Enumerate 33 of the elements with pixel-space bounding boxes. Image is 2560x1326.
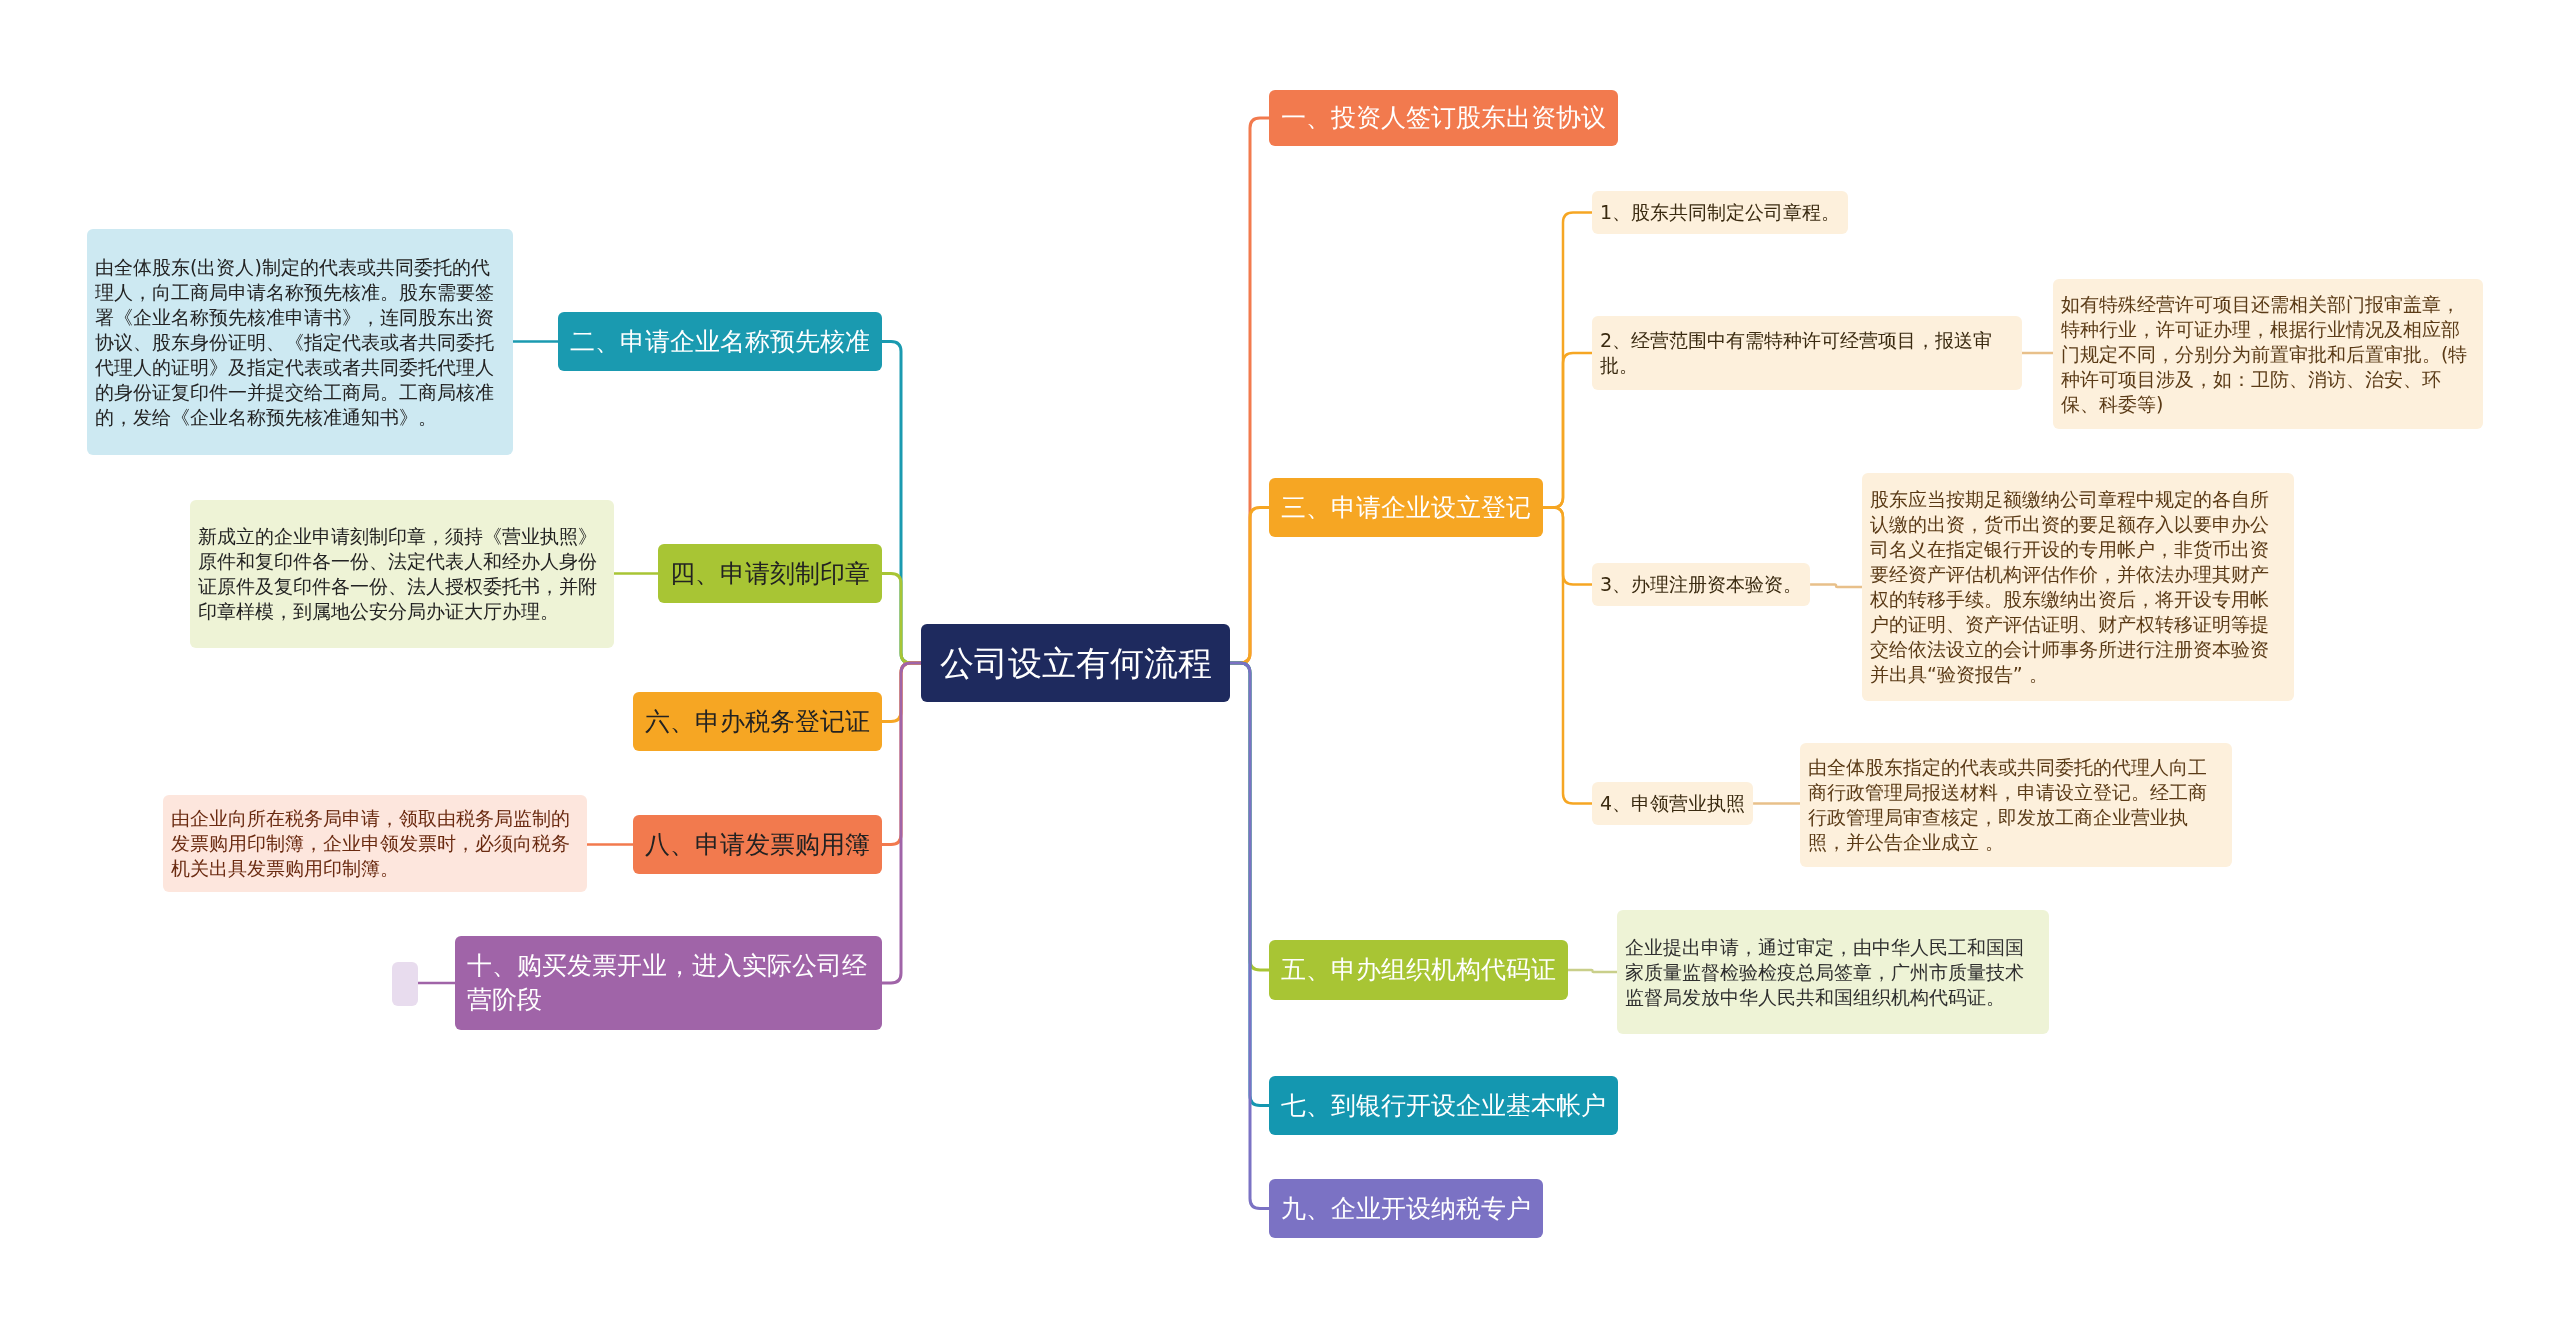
note-box: 由企业向所在税务局申请，领取由税务局监制的发票购用印制簿，企业申领发票时，必须向税务机关出具发票购用印制簿。 [163,795,587,892]
branch-topic: 九、企业开设纳税专户 [1269,1179,1543,1238]
connector-line [1568,968,1617,974]
branch-topic: 三、申请企业设立登记 [1269,478,1543,537]
branch-topic: 五、申办组织机构代码证 [1269,940,1568,1000]
subtopic: 3、办理注册资本验资。 [1592,563,1811,606]
connector-line [1230,661,1269,1210]
connector-line [614,572,658,575]
connector-line [1810,583,1862,589]
connector-line [1753,802,1800,805]
note-box: 由全体股东(出资人)制定的代表或共同委托的代理人，向工商局申请名称预先核准。股东需要签署《企业名称预先核准申请书》，连同股东出资协议、股东身份证明、《指定代表或者共同委托代理人的证明》及指定代表或者共同委托代理人的身份证复印件一并提交给工商局。工商局核准的，发给《企业名称预先核准通知书》。 [87,229,513,455]
branch-topic: 十、购买发票开业，进入实际公司经营阶段 [455,936,882,1030]
connector-line [2022,351,2053,355]
connector-line [418,981,455,985]
connector-line [513,340,558,343]
connector-line [882,661,921,985]
note-box: 股东应当按期足额缴纳公司章程中规定的各自所认缴的出资，货币出资的要足额存入以要申办公司名义在指定银行开设的专用帐户，非货币出资要经资产评估机构评估作价，并依法办理其财产权的转移手续。股东缴纳出资后，将开设专用帐户的证明、资产评估证明、财产权转移证明等提交给依法设立的会计师事务所进行注册资本验资并出具“验资报告” 。 [1862,473,2294,701]
subtopic: 1、股东共同制定公司章程。 [1592,191,1849,234]
branch-topic: 六、申办税务登记证 [633,692,882,751]
connector-line [587,843,633,846]
branch-topic: 二、申请企业名称预先核准 [558,312,882,371]
branch-topic: 一、投资人签订股东出资协议 [1269,90,1618,146]
note-box: 由全体股东指定的代表或共同委托的代理人向工商行政管理局报送材料，申请设立登记。经工商行政管理局审查核定，即发放工商企业营业执照，并公告企业成立 。 [1800,743,2232,867]
branch-topic: 八、申请发票购用簿 [633,815,882,874]
subtopic: 4、申领营业执照 [1592,782,1754,825]
subtopic: 2、经营范围中有需特种许可经营项目，报送审批。 [1592,316,2022,390]
branch-topic: 七、到银行开设企业基本帐户 [1269,1076,1618,1135]
note-box: 如有特殊经营许可项目还需相关部门报审盖章，特种行业，许可证办理，根据行业情况及相应部门规定不同，分别分为前置审批和后置审批。(特种许可项目涉及，如：卫防、消访、治安、环保、科委等) [2053,279,2483,429]
note-box: 企业提出申请，通过审定，由中华人民工和国国家质量监督检验检疫总局签章，广州市质量技术监督局发放中华人民共和国组织机构代码证。 [1617,910,2049,1034]
note-box: 新成立的企业申请刻制印章，须持《营业执照》原件和复印件各一份、法定代表人和经办人身份证原件及复印件各一份、法人授权委托书，并附印章样模，到属地公安分局办证大厅办理。 [190,500,614,648]
empty-box [392,962,418,1006]
root-topic: 公司设立有何流程 [921,624,1230,702]
branch-topic: 四、申请刻制印章 [658,544,882,603]
